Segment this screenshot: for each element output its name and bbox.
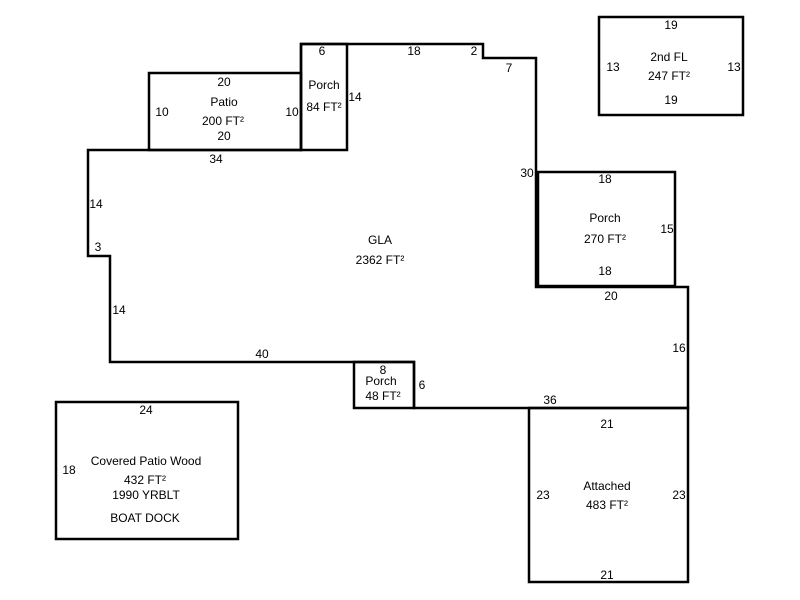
dim: 19 [664,93,678,107]
second-fl-label: 2nd FL [650,50,688,64]
gla-label: GLA [368,233,392,247]
dim: 14 [112,303,126,317]
dim: 6 [419,378,426,392]
dim: 20 [604,289,618,303]
dim: 23 [536,488,550,502]
covered-patio-outline[interactable] [54,400,240,541]
gla-area: 2362 FT² [356,253,405,267]
porch-48-label: Porch [365,374,396,388]
dim: 18 [62,463,76,477]
dim: 18 [598,264,612,278]
dim: 16 [672,341,686,355]
patio-label: Patio [210,95,238,109]
dim: 2 [471,44,478,58]
second-fl-area: 247 FT² [648,69,690,83]
dim: 14 [89,197,103,211]
attached-label: Attached [583,479,630,493]
dim: 7 [506,61,513,75]
dim: 19 [664,18,678,32]
porch-270-outline[interactable] [536,170,677,288]
attached-outline[interactable] [527,406,690,584]
second-fl-outline[interactable] [597,15,745,117]
attached-area: 483 FT² [586,498,628,512]
covered-patio-note: BOAT DOCK [110,511,180,525]
porch-48-outline[interactable] [352,360,416,410]
dim: 21 [600,417,614,431]
dim: 10 [285,105,299,119]
dim: 13 [606,60,620,74]
dim: 30 [520,166,534,180]
dim: 3 [95,240,102,254]
dim: 34 [209,152,223,166]
porch-270-label: Porch [589,211,620,225]
dim: 18 [407,44,421,58]
dim: 6 [319,44,326,58]
patio-area: 200 FT² [202,114,244,128]
gla-outline[interactable] [86,42,690,410]
dim: 13 [727,60,741,74]
porch-84-area: 84 FT² [306,100,341,114]
dim: 15 [660,222,674,236]
dim: 8 [380,363,387,377]
covered-patio-label: Covered Patio Wood [91,454,202,468]
porch-48-area: 48 FT² [365,389,400,403]
dim: 23 [672,488,686,502]
covered-patio-area: 432 FT² [124,473,166,487]
dim: 20 [217,75,231,89]
dim: 24 [139,403,153,417]
dim: 10 [155,105,169,119]
dim: 18 [598,172,612,186]
porch-270-area: 270 FT² [584,232,626,246]
dim: 21 [600,568,614,582]
dim: 14 [348,90,362,104]
covered-patio-year: 1990 YRBLT [112,488,180,502]
dim: 20 [217,129,231,143]
porch-84-outline[interactable] [299,42,349,152]
dim: 40 [255,347,269,361]
porch-84-label: Porch [308,78,339,92]
dim: 36 [543,393,557,407]
